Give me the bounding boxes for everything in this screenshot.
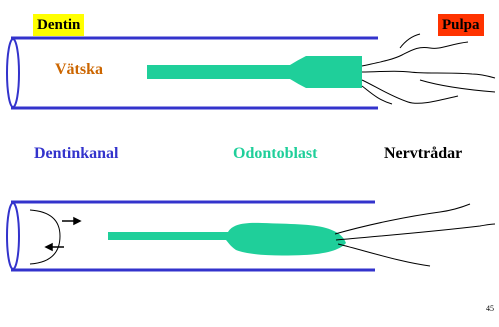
vatska-label: Vätska	[55, 61, 103, 79]
dentinkanal-label: Dentinkanal	[34, 145, 118, 163]
outward-arrowhead	[74, 218, 80, 224]
fluid-meniscus	[30, 210, 60, 264]
fluid-flow-arrows	[46, 218, 80, 250]
odontoblast-label: Odontoblast	[233, 145, 317, 163]
top-tubule-opening	[7, 39, 19, 107]
pulpa-label: Pulpa	[438, 14, 484, 36]
top-nerve-fibres	[362, 34, 495, 104]
inward-arrowhead	[46, 244, 52, 250]
bottom-tubule-opening	[7, 203, 19, 269]
nervtradar-label: Nervtrådar	[384, 145, 462, 163]
dentin-label: Dentin	[33, 14, 84, 36]
bottom-odontoblast-process	[108, 223, 346, 256]
top-odontoblast-process	[147, 56, 362, 88]
bottom-nerve-fibres	[335, 204, 495, 266]
page-number: 45	[486, 304, 494, 313]
